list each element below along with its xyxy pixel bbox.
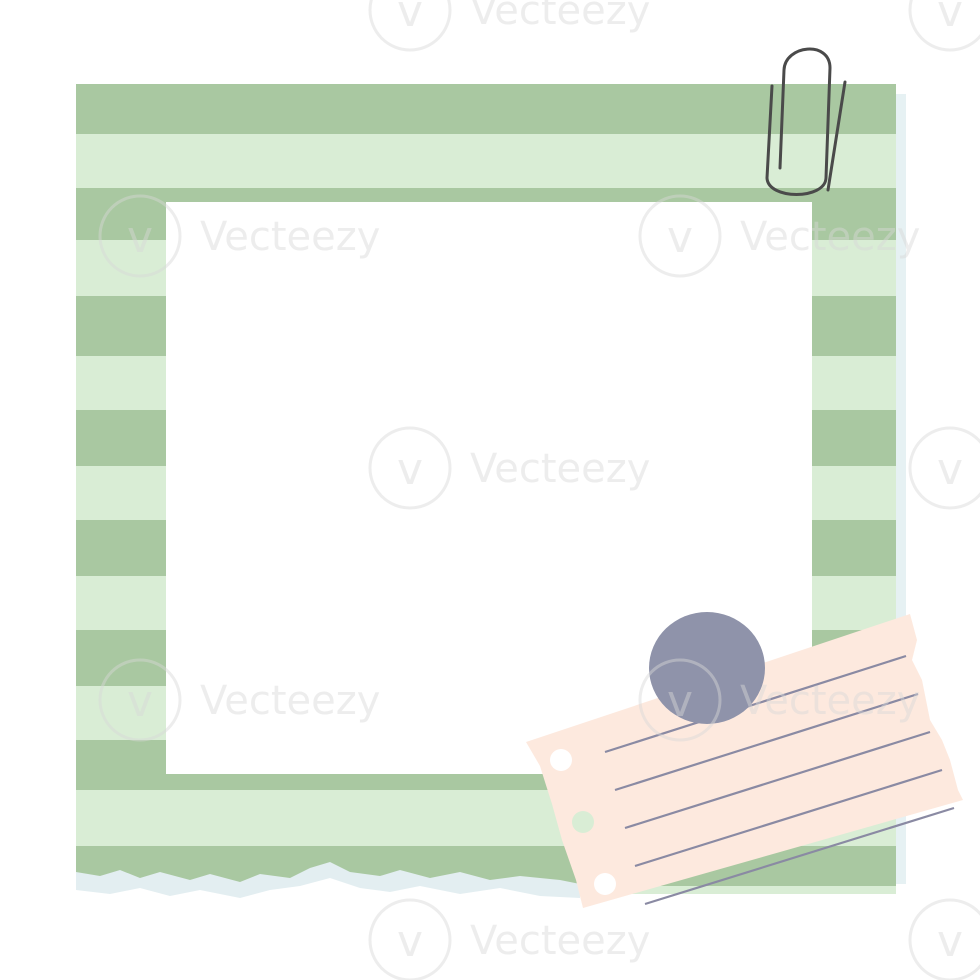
vecteezy-logo-icon: v xyxy=(908,898,980,980)
vecteezy-logo-icon: v xyxy=(368,898,452,980)
svg-text:v: v xyxy=(937,0,963,37)
vecteezy-logo-icon: v xyxy=(638,194,722,278)
note-ruled-line xyxy=(634,768,943,868)
note-ruled-line xyxy=(604,654,907,754)
svg-text:v: v xyxy=(667,212,693,263)
svg-text:v: v xyxy=(397,0,423,37)
paperclip-inner-icon xyxy=(826,80,847,192)
watermark-text: Vecteezy xyxy=(200,678,380,724)
vecteezy-logo-icon: v xyxy=(638,658,722,742)
paperclip-icon xyxy=(765,47,832,196)
torn-bottom-white xyxy=(76,878,580,960)
torn-note xyxy=(526,614,963,908)
watermark-text: Vecteezy xyxy=(740,678,920,724)
watermark-text: Vecteezy xyxy=(200,214,380,260)
svg-text:v: v xyxy=(667,676,693,727)
watermark-text: Vecteezy xyxy=(470,918,650,964)
note-hole xyxy=(572,811,594,833)
note-paper xyxy=(526,614,963,908)
svg-text:v: v xyxy=(937,916,963,967)
vecteezy-logo-icon: v xyxy=(908,426,980,510)
note-ruled-line xyxy=(624,730,931,830)
svg-text:v: v xyxy=(397,916,423,967)
note-ruled-line xyxy=(614,692,919,792)
pushpin-dot-icon xyxy=(649,612,765,724)
vecteezy-logo-icon: v xyxy=(908,0,980,52)
watermark-text: Vecteezy xyxy=(470,0,650,34)
note-hole xyxy=(594,873,616,895)
watermark-layer: vVecteezyvVecteezyvVecteezyvVecteezyvVec… xyxy=(98,0,980,980)
svg-text:v: v xyxy=(127,676,153,727)
watermark-text: Vecteezy xyxy=(740,214,920,260)
vecteezy-logo-icon: v xyxy=(368,426,452,510)
frame-stripe-dark xyxy=(76,84,896,134)
svg-text:v: v xyxy=(127,212,153,263)
watermark-text: Vecteezy xyxy=(470,446,650,492)
svg-text:v: v xyxy=(937,444,963,495)
svg-text:v: v xyxy=(397,444,423,495)
vecteezy-logo-icon: v xyxy=(98,658,182,742)
note-ruled-lines xyxy=(604,654,955,906)
note-hole xyxy=(550,749,572,771)
vecteezy-logo-icon: v xyxy=(368,0,452,52)
vecteezy-logo-icon: v xyxy=(98,194,182,278)
note-ruled-line xyxy=(644,806,955,906)
